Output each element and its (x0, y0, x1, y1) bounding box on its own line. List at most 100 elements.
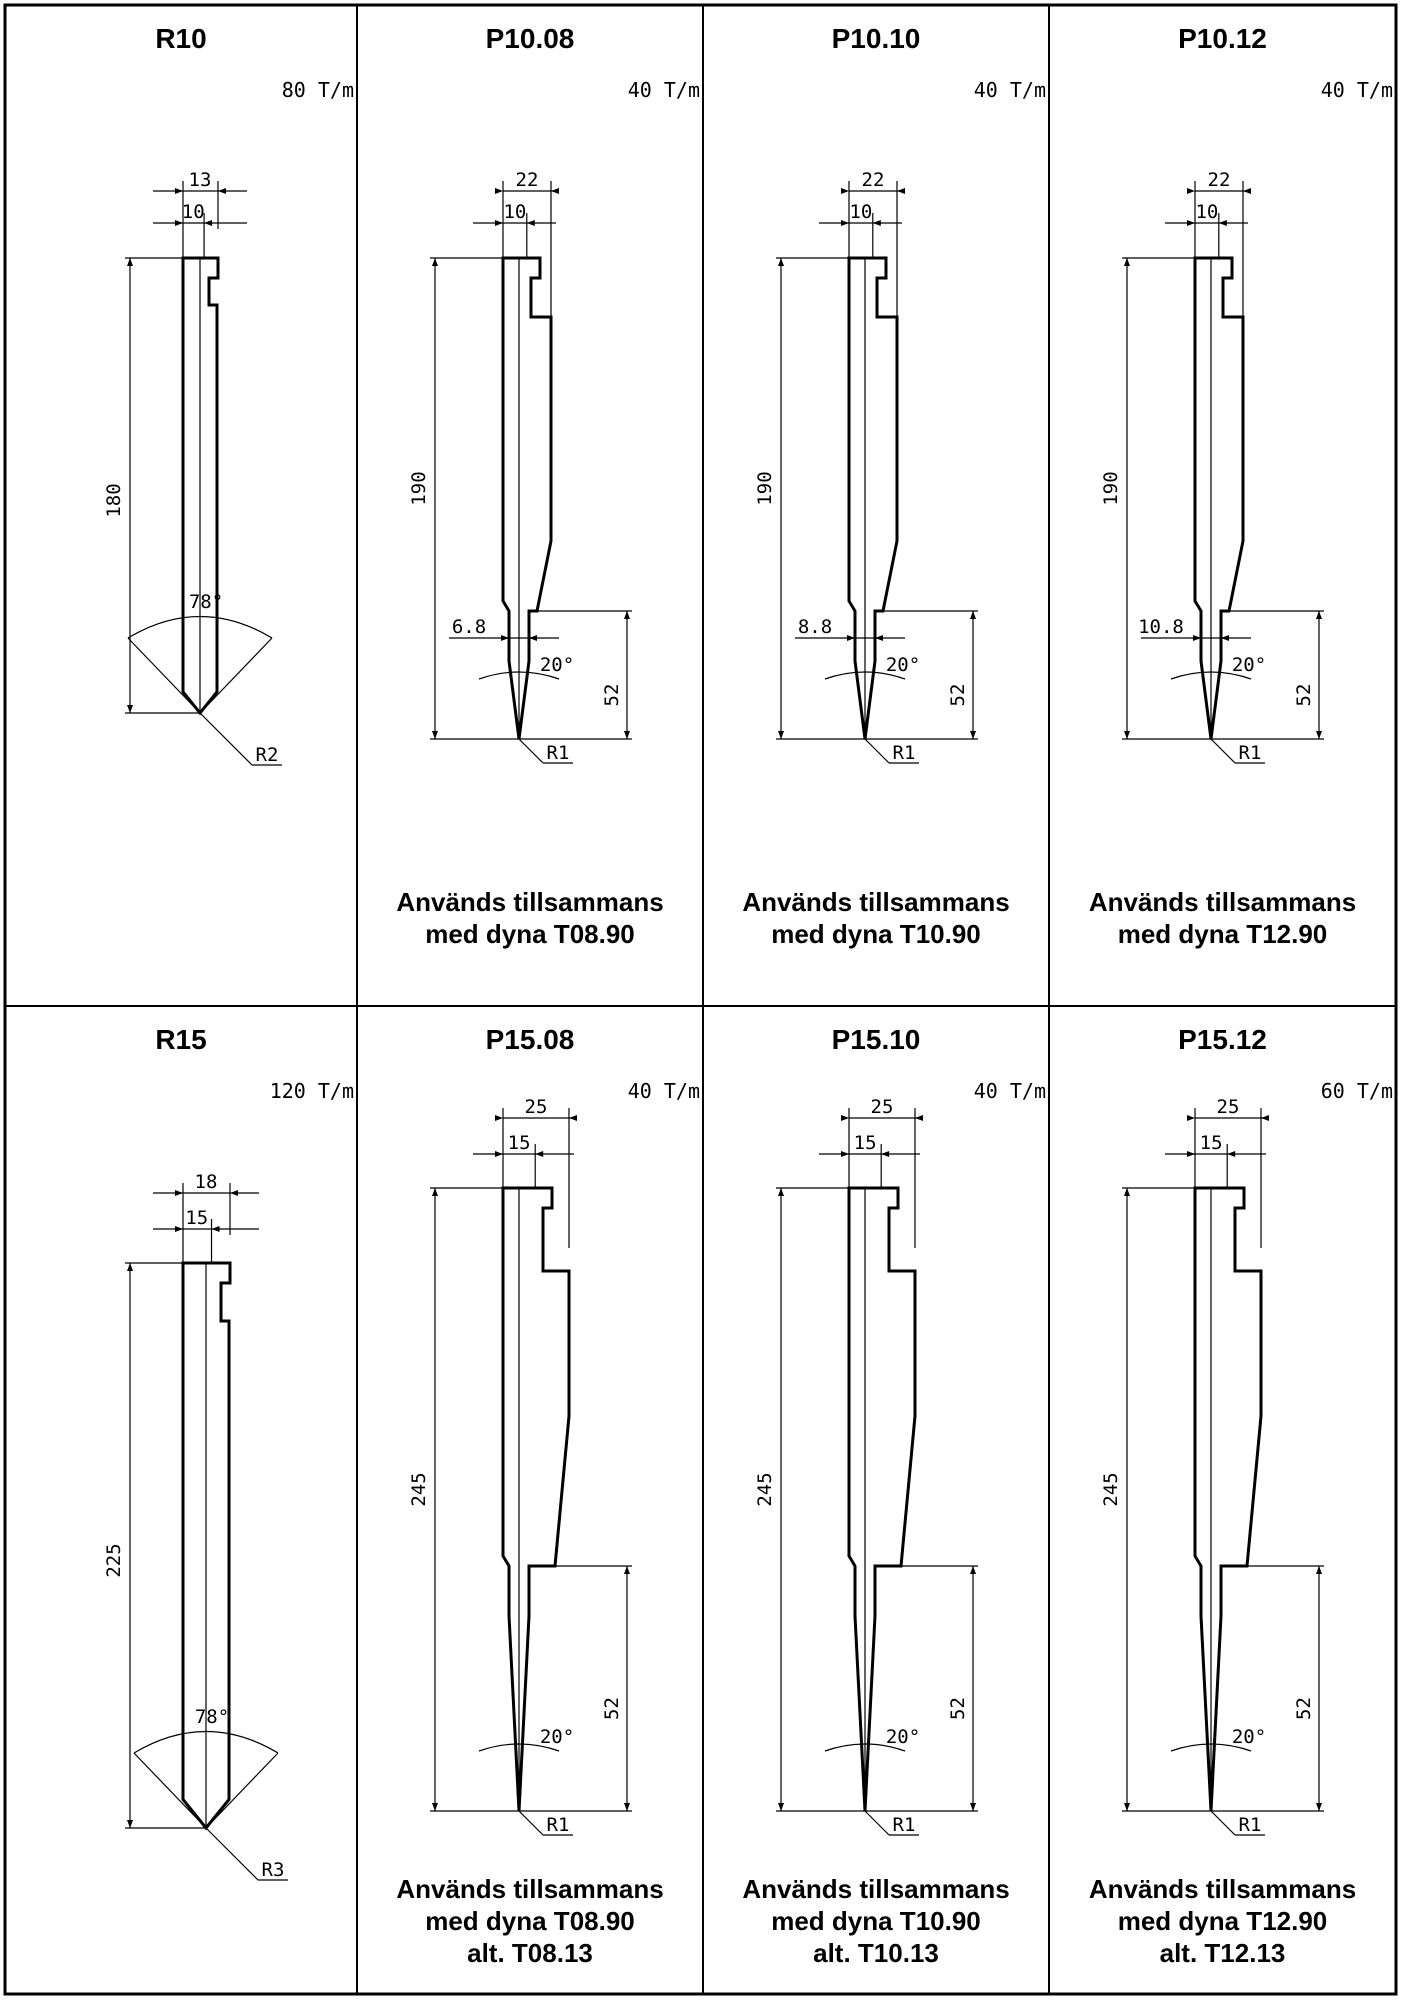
angle-label: 78° (189, 591, 223, 613)
radius-leader (1210, 1810, 1236, 1836)
dim-tang: 15 (508, 1132, 531, 1154)
dimension-arrow (495, 1151, 503, 1157)
dimension-arrow (569, 1115, 577, 1121)
dimension-arrow (175, 220, 183, 226)
dimension-arrow (230, 1190, 238, 1196)
dimension-arrow (432, 258, 438, 266)
dim-tip-height: 52 (947, 684, 969, 707)
frame-border (3, 3, 1398, 1996)
radius-label: R1 (547, 742, 570, 764)
usage-note-line: med dyna T12.90 (1118, 919, 1328, 949)
dim-tang: 15 (854, 1132, 877, 1154)
dimension-arrow (175, 1226, 183, 1232)
angle-arc (824, 671, 906, 680)
usage-note-line: Används tillsammans (742, 1874, 1009, 1904)
angle-arc (478, 1743, 560, 1752)
dim-tang: 15 (185, 1207, 208, 1229)
dimension-arrow (778, 1188, 784, 1196)
radius-label: R3 (262, 1859, 285, 1881)
radius-label: R1 (547, 1814, 570, 1836)
dim-height: 245 (754, 1472, 776, 1506)
angle-label: 20° (540, 654, 574, 676)
tool-capacity: 40 T/m (974, 78, 1046, 102)
dimension-arrow (1124, 1188, 1130, 1196)
dim-tang: 10 (503, 201, 526, 223)
angle-arc (478, 671, 560, 680)
angle-label: 20° (540, 1726, 574, 1748)
tool-capacity: 60 T/m (1321, 1079, 1393, 1103)
usage-note-line: med dyna T10.90 (771, 1906, 981, 1936)
dimension-arrow (1187, 1151, 1195, 1157)
punch-outline (501, 1186, 571, 1812)
usage-note-line: alt. T08.13 (467, 1938, 593, 1968)
radius-leader (518, 1810, 544, 1836)
dimension-arrow (1316, 1566, 1322, 1574)
angle-leg (133, 1752, 207, 1829)
dim-tip-width: 8.8 (798, 616, 832, 638)
dimension-arrow (1187, 188, 1195, 194)
dim-tip-width: 10.8 (1138, 616, 1184, 638)
punch-outline (181, 1261, 232, 1831)
radius-label: R1 (893, 742, 916, 764)
dim-height: 190 (408, 471, 430, 505)
dimension-arrow (841, 1115, 849, 1121)
dim-tip-height: 52 (601, 1697, 623, 1720)
dimension-arrow (218, 188, 226, 194)
dim-tip-height: 52 (601, 684, 623, 707)
angle-arc (1170, 1743, 1252, 1752)
dimension-arrow (915, 1115, 923, 1121)
angle-arc (133, 1731, 279, 1754)
dim-tip-width: 6.8 (452, 616, 486, 638)
angle-leg (127, 637, 201, 714)
tool-capacity: 40 T/m (1321, 78, 1393, 102)
punch-outline (181, 256, 220, 716)
dim-height: 245 (1100, 1472, 1122, 1506)
angle-label: 20° (1232, 654, 1266, 676)
angle-label: 20° (886, 654, 920, 676)
dimension-arrow (970, 731, 976, 739)
dimension-arrow (778, 731, 784, 739)
dimension-arrow (495, 188, 503, 194)
angle-arc (127, 616, 273, 639)
dimension-arrow (1124, 258, 1130, 266)
tool-capacity: 40 T/m (974, 1079, 1046, 1103)
dimension-arrow (875, 635, 883, 641)
usage-note-line: Används tillsammans (1089, 887, 1356, 917)
dimension-arrow (1221, 635, 1229, 641)
tool-capacity: 40 T/m (628, 1079, 700, 1103)
usage-note-line: Används tillsammans (742, 887, 1009, 917)
dimension-arrow (841, 188, 849, 194)
usage-note-line: Används tillsammans (1089, 1874, 1356, 1904)
tool-name: P15.08 (486, 1024, 575, 1055)
dim-top-width: 18 (195, 1171, 218, 1193)
dimension-arrow (1193, 635, 1201, 641)
dim-top-width: 13 (189, 169, 212, 191)
usage-note-line: alt. T10.13 (813, 1938, 939, 1968)
dimension-arrow (175, 1190, 183, 1196)
dim-top-width: 25 (1217, 1096, 1240, 1118)
radius-leader (864, 1810, 890, 1836)
dimension-arrow (841, 1151, 849, 1157)
dimension-arrow (495, 220, 503, 226)
dimension-arrow (432, 731, 438, 739)
dimension-arrow (1316, 731, 1322, 739)
dim-tip-height: 52 (1293, 1697, 1315, 1720)
dimension-arrow (970, 1566, 976, 1574)
angle-label: 20° (1232, 1726, 1266, 1748)
dimension-arrow (211, 1226, 220, 1232)
tool-name: R15 (155, 1024, 206, 1055)
angle-leg (205, 1752, 279, 1829)
angle-label: 78° (195, 1706, 229, 1728)
dimension-arrow (127, 705, 133, 713)
dimension-arrow (127, 1820, 133, 1828)
dimension-arrow (1261, 1115, 1269, 1121)
dimension-arrow (970, 1803, 976, 1811)
dimension-arrow (127, 258, 133, 266)
dimension-arrow (1218, 220, 1227, 226)
dim-height: 180 (103, 483, 125, 517)
dimension-arrow (495, 1115, 503, 1121)
dimension-arrow (847, 635, 855, 641)
